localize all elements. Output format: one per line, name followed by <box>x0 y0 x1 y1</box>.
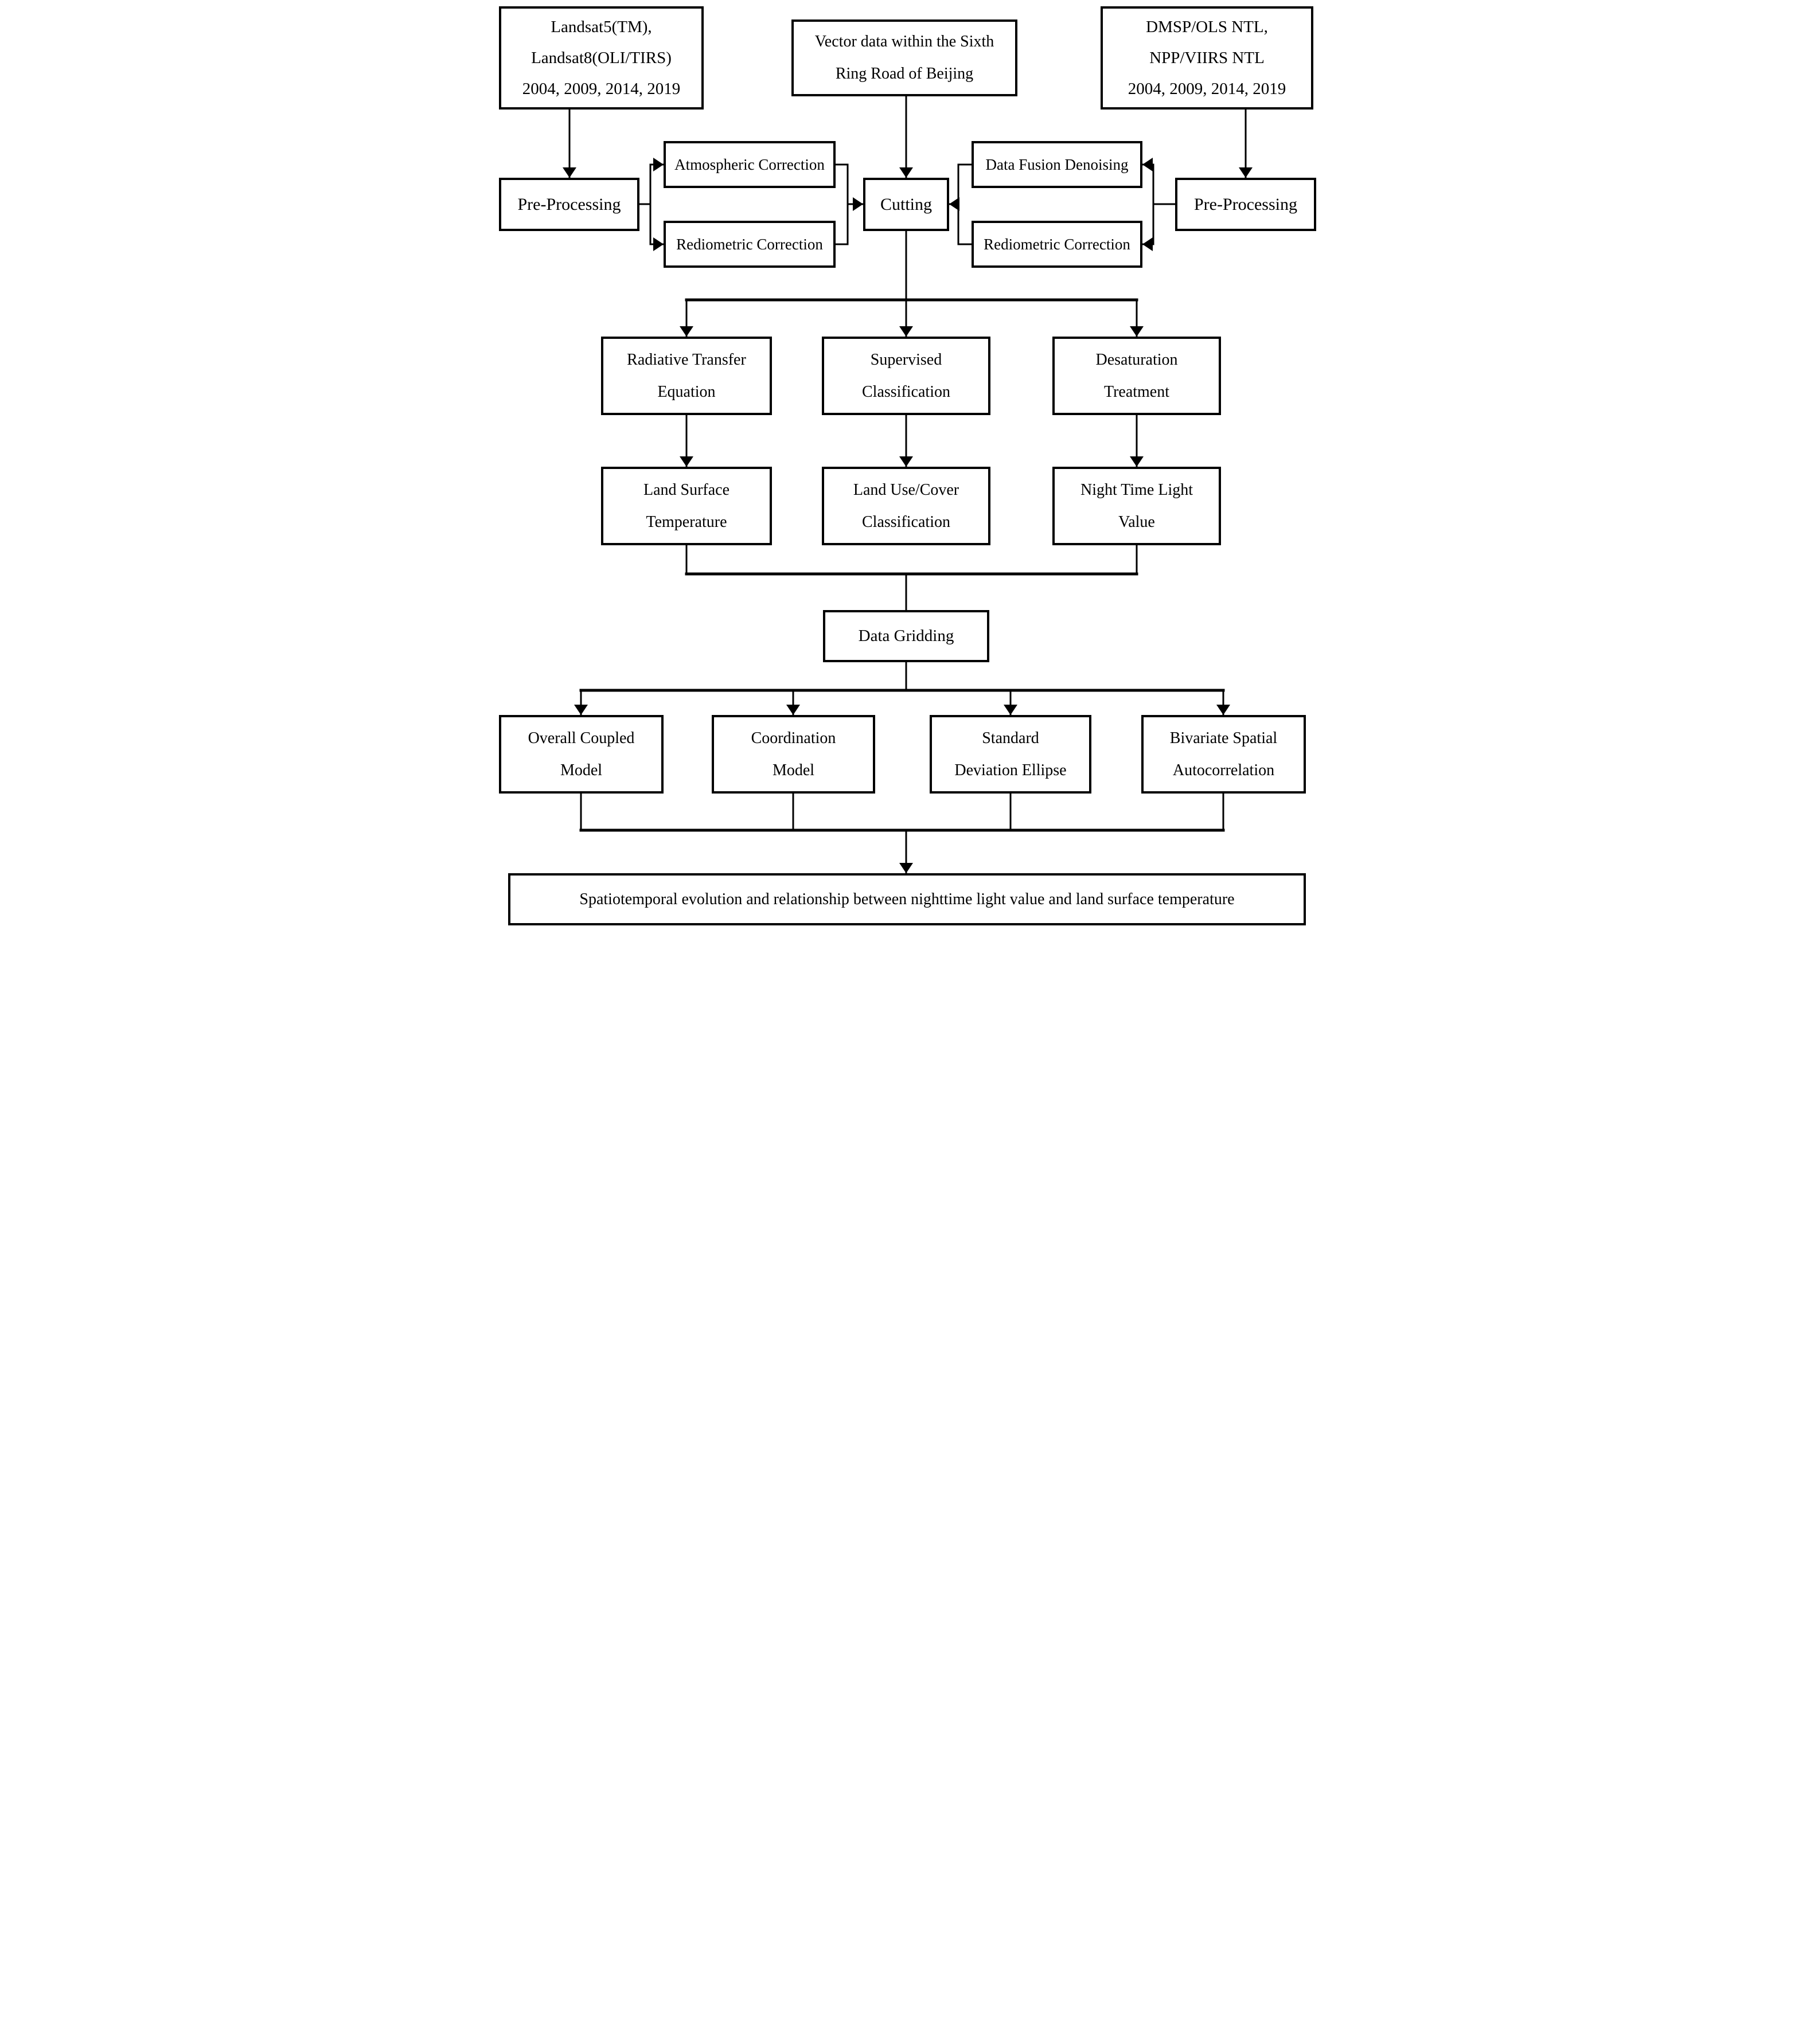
node-pre-processing-left: Pre-Processing <box>499 178 639 231</box>
node-radiometric-left-label: Rediometric Correction <box>676 235 823 253</box>
rail-connectors <box>579 298 1225 832</box>
node-vector-data: Vector data within the Sixth Ring Road o… <box>791 19 1017 96</box>
node-coordination-model: Coordination Model <box>712 715 875 794</box>
node-supervised-label: Supervised Classification <box>862 350 950 401</box>
node-cutting: Cutting <box>863 178 949 231</box>
node-cutting-label: Cutting <box>880 194 932 214</box>
node-landsat-source: Landsat5(TM), Landsat8(OLI/TIRS) 2004, 2… <box>499 6 704 110</box>
node-lst-label: Land Surface Temperature <box>643 480 730 531</box>
node-bivariate-spatial-autocorrelation: Bivariate Spatial Autocorrelation <box>1141 715 1306 794</box>
node-landuse-label: Land Use/Cover Classification <box>853 480 959 531</box>
node-radiometric-correction-right: Rediometric Correction <box>972 221 1142 268</box>
node-coupled-label: Overall Coupled Model <box>528 729 635 779</box>
node-standard-deviation-ellipse: Standard Deviation Ellipse <box>930 715 1091 794</box>
node-radiometric-correction-left: Rediometric Correction <box>664 221 836 268</box>
node-data-fusion-denoising: Data Fusion Denoising <box>972 141 1142 188</box>
node-desaturation-treatment: Desaturation Treatment <box>1052 337 1221 415</box>
node-supervised-classification: Supervised Classification <box>822 337 990 415</box>
node-dmsp-label: DMSP/OLS NTL, NPP/VIIRS NTL 2004, 2009, … <box>1128 18 1286 98</box>
node-data-gridding: Data Gridding <box>823 610 989 662</box>
node-radiometric-right-label: Rediometric Correction <box>984 235 1130 253</box>
node-atmospheric-correction: Atmospheric Correction <box>664 141 836 188</box>
node-land-use-cover-classification: Land Use/Cover Classification <box>822 467 990 545</box>
node-pre-left-label: Pre-Processing <box>517 194 621 214</box>
node-fusion-label: Data Fusion Denoising <box>985 155 1129 173</box>
node-night-time-light-value: Night Time Light Value <box>1052 467 1221 545</box>
node-dmsp-source: DMSP/OLS NTL, NPP/VIIRS NTL 2004, 2009, … <box>1101 6 1313 110</box>
arrow-connectors <box>563 96 1253 873</box>
node-final-outcome: Spatiotemporal evolution and relationshi… <box>508 873 1306 925</box>
connector-layer <box>563 96 1253 873</box>
node-final-label: Spatiotemporal evolution and relationshi… <box>579 890 1235 908</box>
node-radiative-transfer-equation: Radiative Transfer Equation <box>601 337 772 415</box>
node-rte-label: Radiative Transfer Equation <box>627 350 746 401</box>
node-ntl-label: Night Time Light Value <box>1080 480 1193 531</box>
flowchart-canvas: Landsat5(TM), Landsat8(OLI/TIRS) 2004, 2… <box>494 0 1320 932</box>
node-sde-label: Standard Deviation Ellipse <box>954 729 1067 779</box>
node-overall-coupled-model: Overall Coupled Model <box>499 715 664 794</box>
node-bsa-label: Bivariate Spatial Autocorrelation <box>1169 729 1278 779</box>
node-atmospheric-label: Atmospheric Correction <box>674 155 825 173</box>
node-land-surface-temperature: Land Surface Temperature <box>601 467 772 545</box>
node-pre-processing-right: Pre-Processing <box>1175 178 1316 231</box>
node-gridding-label: Data Gridding <box>858 627 954 645</box>
node-pre-right-label: Pre-Processing <box>1194 194 1297 214</box>
node-desaturation-label: Desaturation Treatment <box>1095 350 1178 401</box>
node-landsat-label: Landsat5(TM), Landsat8(OLI/TIRS) 2004, 2… <box>522 18 681 98</box>
node-vector-label: Vector data within the Sixth Ring Road o… <box>814 33 994 83</box>
node-coordination-label: Coordination Model <box>751 729 836 779</box>
